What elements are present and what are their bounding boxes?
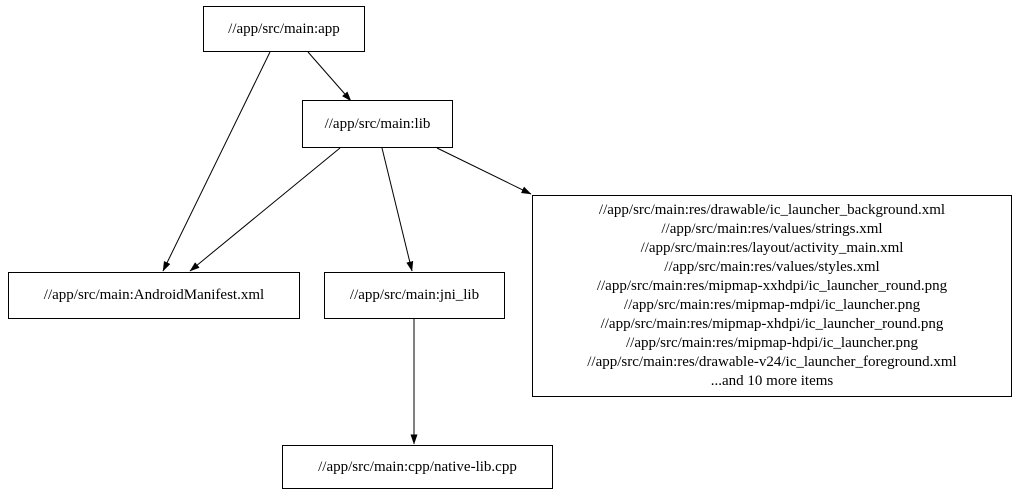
node-res-group: //app/src/main:res/drawable/ic_launcher_… bbox=[532, 195, 1012, 397]
res-file-line: //app/src/main:res/drawable/ic_launcher_… bbox=[598, 202, 946, 218]
node-lib-label: //app/src/main:lib bbox=[324, 115, 431, 132]
res-file-line: //app/src/main:res/values/strings.xml bbox=[661, 221, 883, 237]
res-file-line: //app/src/main:res/mipmap-xhdpi/ic_launc… bbox=[600, 316, 944, 332]
node-app-label: //app/src/main:app bbox=[228, 20, 340, 37]
node-native-lib-cpp: //app/src/main:cpp/native-lib.cpp bbox=[282, 445, 553, 489]
res-file-line: //app/src/main:res/drawable-v24/ic_launc… bbox=[587, 354, 957, 370]
edge-lib-to-res-group bbox=[436, 147, 532, 195]
edge-app-to-lib bbox=[307, 51, 352, 102]
res-file-line: //app/src/main:res/mipmap-hdpi/ic_launch… bbox=[625, 335, 918, 351]
node-native-lib-cpp-label: //app/src/main:cpp/native-lib.cpp bbox=[318, 458, 517, 475]
res-file-line: //app/src/main:res/mipmap-mdpi/ic_launch… bbox=[623, 297, 921, 313]
node-android-manifest-label: //app/src/main:AndroidManifest.xml bbox=[43, 287, 265, 303]
node-lib: //app/src/main:lib bbox=[302, 100, 453, 148]
res-file-line: //app/src/main:res/mipmap-xxhdpi/ic_laun… bbox=[596, 278, 948, 294]
edge-lib-to-jni-lib bbox=[381, 147, 414, 272]
res-file-line: //app/src/main:res/values/styles.xml bbox=[664, 259, 880, 275]
node-android-manifest: //app/src/main:AndroidManifest.xml bbox=[8, 272, 300, 319]
node-jni-lib: //app/src/main:jni_lib bbox=[324, 272, 505, 319]
edge-app-to-manifest bbox=[162, 51, 271, 272]
edge-lib-to-manifest bbox=[189, 147, 341, 272]
node-jni-lib-label: //app/src/main:jni_lib bbox=[349, 287, 480, 303]
node-app: //app/src/main:app bbox=[203, 6, 365, 52]
res-group-more-items: ...and 10 more items bbox=[710, 373, 834, 389]
res-file-line: //app/src/main:res/layout/activity_main.… bbox=[640, 240, 904, 256]
